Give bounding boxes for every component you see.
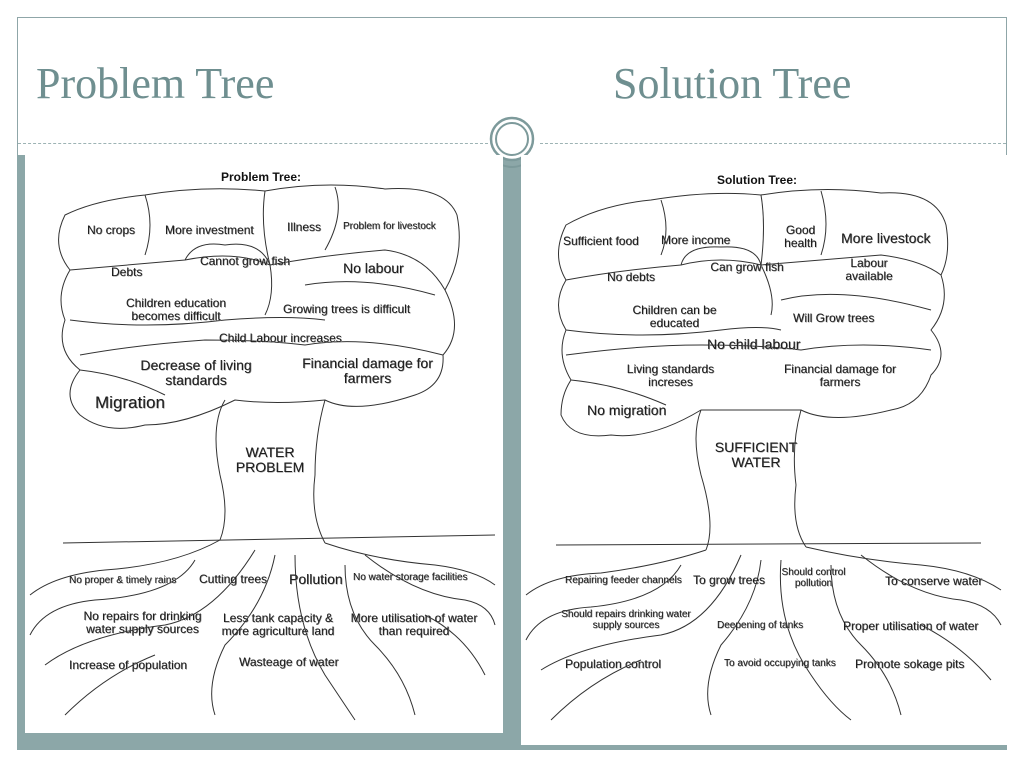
problem-root: No water storage facilities <box>353 572 468 583</box>
solution-leaf: Sufficient food <box>563 234 639 248</box>
solution-leaf: Good health <box>784 223 817 250</box>
problem-root: Pollution <box>289 571 343 587</box>
solution-root: Population control <box>565 657 662 671</box>
title-solution-tree: Solution Tree <box>613 59 852 108</box>
solution-tree-heading: Solution Tree: <box>717 173 798 187</box>
problem-root: Wasteage of water <box>239 655 339 669</box>
solution-tree-image: Solution Tree: Sufficient food More inco… <box>521 155 1007 745</box>
problem-trunk-label: WATER PROBLEM <box>235 444 305 475</box>
problem-leaf: Decrease of living standards <box>140 357 252 388</box>
problem-root: More utilisation of water than required <box>350 611 478 638</box>
problem-leaf: Growing trees is difficult <box>283 302 411 316</box>
problem-leaf: Illness <box>287 220 322 234</box>
solution-leaf: Financial damage for farmers <box>783 362 897 389</box>
problem-tree-image: Problem Tree: No crops More investment I… <box>25 155 503 733</box>
solution-root: To conserve water <box>885 574 983 588</box>
solution-leaf: No debts <box>607 270 656 284</box>
header-divider-right <box>540 143 1006 144</box>
problem-leaf: Debts <box>111 265 143 279</box>
problem-root: No proper & timely rains <box>69 575 177 586</box>
problem-leaf: More investment <box>165 223 254 237</box>
problem-leaf: Problem for livestock <box>343 221 436 232</box>
problem-leaf: No labour <box>343 260 404 276</box>
solution-root: Should repairs drinking water supply sou… <box>561 609 691 631</box>
left-accent-band <box>17 155 25 745</box>
solution-root: Promote sokage pits <box>855 657 965 671</box>
problem-root: No repairs for drinking water supply sou… <box>83 609 202 636</box>
solution-leaf: Will Grow trees <box>793 311 875 325</box>
problem-leaf: Children education becomes difficult <box>125 296 227 323</box>
center-divider-band <box>503 150 521 750</box>
solution-leaf: No child labour <box>707 336 801 352</box>
solution-tree-drawing <box>525 188 1002 721</box>
problem-leaf: Financial damage for farmers <box>302 355 433 386</box>
problem-tree-heading: Problem Tree: <box>221 170 302 184</box>
solution-root: To grow trees <box>693 573 766 587</box>
solution-leaf: More income <box>661 233 731 247</box>
problem-root: Cutting trees <box>199 572 268 586</box>
header-divider-left <box>18 143 488 144</box>
solution-root: Should control pollution <box>781 567 846 589</box>
title-problem-tree: Problem Tree <box>36 59 275 108</box>
solution-root: To avoid occupying tanks <box>724 658 836 669</box>
solution-leaf: Can grow fish <box>710 260 784 274</box>
solution-leaf: More livestock <box>841 230 931 246</box>
problem-leaf: No crops <box>87 223 136 237</box>
problem-root: Increase of population <box>69 658 188 672</box>
solution-root: Proper utilisation of water <box>843 619 979 633</box>
solution-leaf: Children can be educated <box>632 303 717 330</box>
solution-root: Deepening of tanks <box>717 620 804 631</box>
solution-leaf: No migration <box>587 402 667 418</box>
problem-leaf: Child Labour increases <box>219 331 342 345</box>
solution-root: Repairing feeder channels <box>565 575 682 586</box>
solution-trunk-label: SUFFICIENT WATER <box>714 439 798 470</box>
problem-leaf: Cannot grow fish <box>199 254 291 268</box>
problem-tree-drawing <box>29 184 496 721</box>
circle-ornament-icon <box>489 116 535 168</box>
problem-leaf: Migration <box>95 393 165 412</box>
problem-root: Less tank capacity & more agriculture la… <box>221 611 335 638</box>
solution-leaf: Labour available <box>845 256 893 283</box>
solution-leaf: Living standards increses <box>626 362 715 389</box>
